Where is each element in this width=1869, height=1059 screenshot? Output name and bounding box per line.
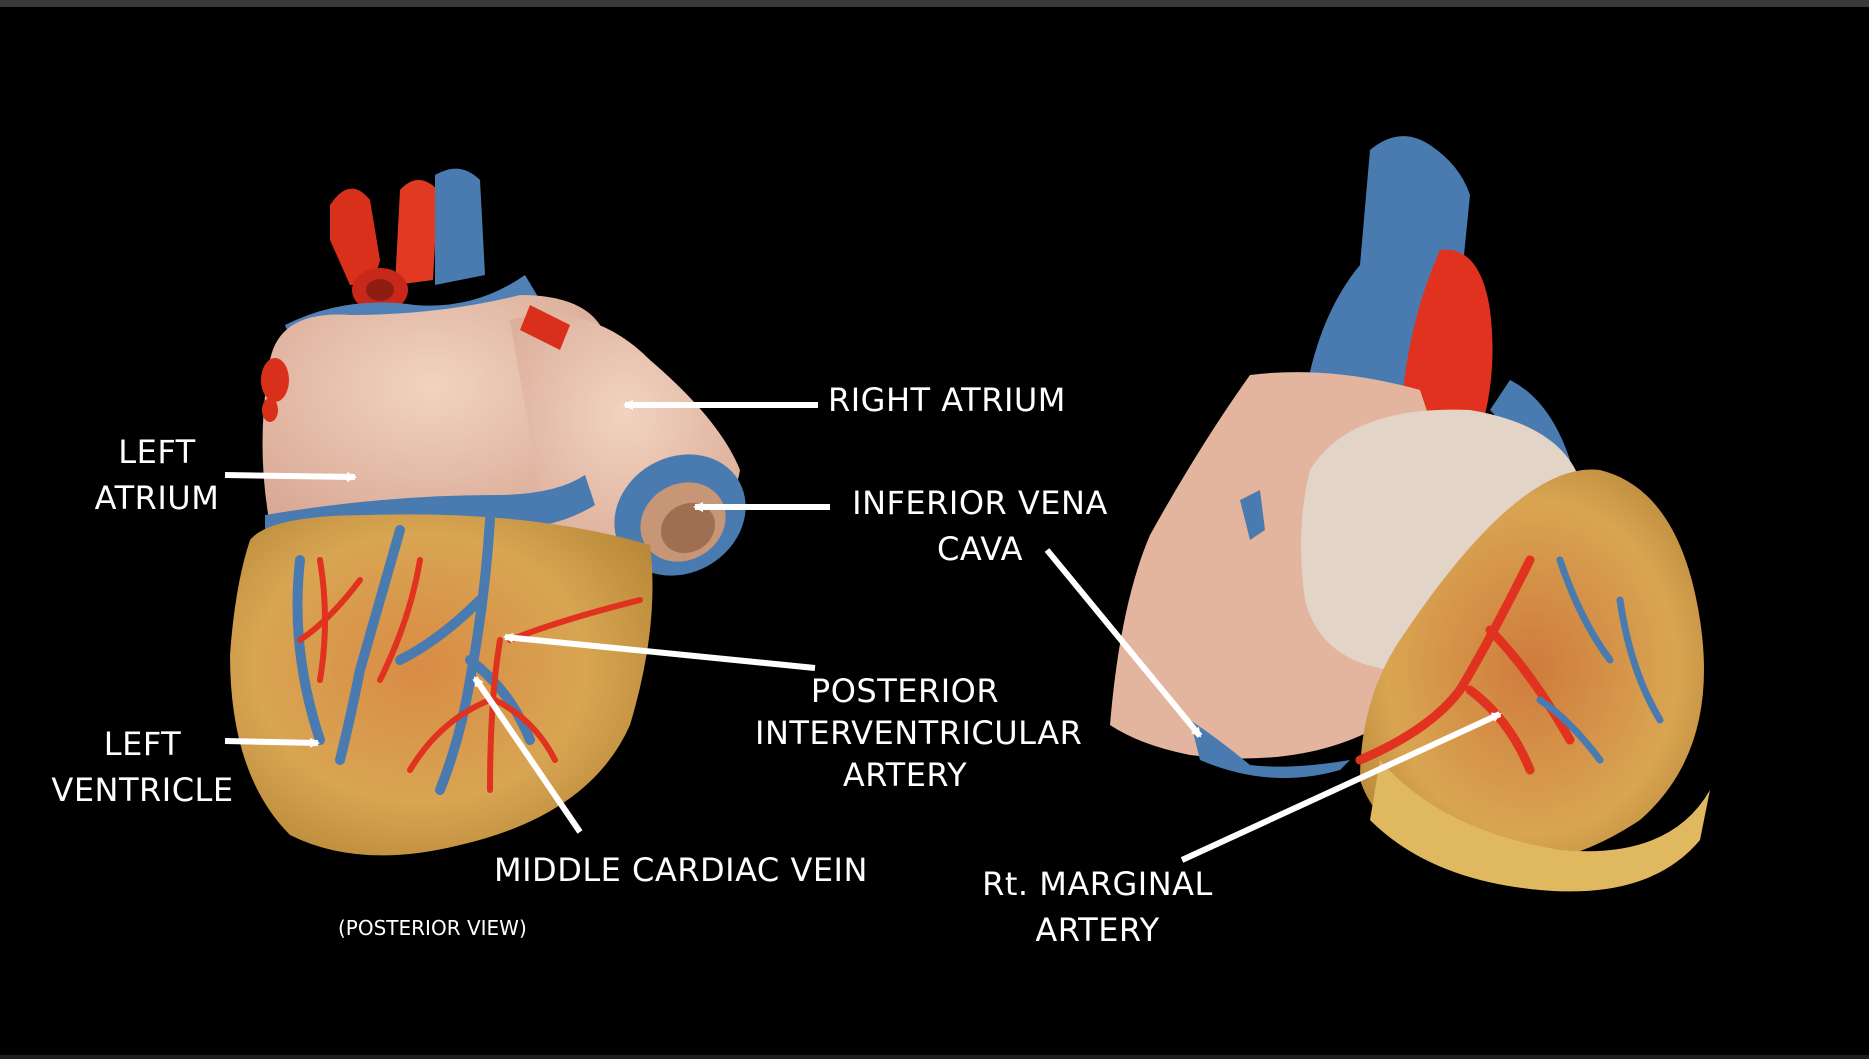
marginal-artery-branches	[1355, 555, 1575, 775]
label-mcv-text: MIDDLE CARDIAC VEIN	[494, 851, 868, 889]
label-posterior-interventricular-artery: POSTERIOR INTERVENTRICULAR ARTERY	[755, 670, 1083, 796]
label-arrows	[224, 400, 1502, 863]
left-atrium-body	[262, 295, 600, 525]
arrow-ivc-right	[1044, 548, 1203, 738]
ivc-right-model	[1190, 720, 1350, 778]
right-heart-model	[1110, 136, 1710, 892]
label-posterior-view-text: (POSTERIOR VIEW)	[338, 916, 527, 940]
label-right-atrium-text: RIGHT ATRIUM	[828, 381, 1066, 419]
label-posterior-view: (POSTERIOR VIEW)	[338, 916, 527, 940]
superior-vena-cava	[435, 168, 485, 285]
top-border	[0, 0, 1869, 7]
label-ivc-line1: INFERIOR VENA	[852, 484, 1108, 522]
label-left-atrium-line1: LEFT	[118, 433, 196, 471]
label-left-atrium-line2: ATRIUM	[94, 479, 220, 517]
label-inferior-vena-cava: INFERIOR VENA CAVA	[845, 480, 1115, 572]
arrow-left-atrium	[224, 471, 357, 482]
label-left-atrium: LEFT ATRIUM	[72, 429, 242, 521]
label-ivc-line2: CAVA	[937, 530, 1023, 568]
label-left-ventricle-line2: VENTRICLE	[51, 771, 234, 809]
label-right-atrium: RIGHT ATRIUM	[828, 377, 1066, 423]
label-rma-line1: Rt. MARGINAL	[982, 865, 1213, 903]
aorta-arch	[330, 188, 380, 285]
label-left-ventricle-line1: LEFT	[103, 725, 182, 763]
pulmonary-artery	[395, 180, 438, 285]
bottom-border	[0, 1055, 1869, 1059]
arrow-left-ventricle	[224, 737, 320, 748]
label-rt-marginal-artery: Rt. MARGINAL ARTERY	[960, 861, 1235, 953]
ventricles-body	[230, 514, 653, 856]
label-middle-cardiac-vein: MIDDLE CARDIAC VEIN	[494, 847, 868, 893]
label-left-ventricle: LEFT VENTRICLE	[45, 721, 240, 813]
label-pia-line2: INTERVENTRICULAR	[755, 714, 1083, 752]
arrow-posterior-interventricular-artery	[503, 632, 816, 671]
left-heart-model	[230, 168, 746, 856]
label-rma-line2: ARTERY	[1035, 911, 1160, 949]
middle-cardiac-vein-branches	[292, 515, 535, 795]
label-pia-line3: ARTERY	[842, 756, 968, 794]
arrow-rt-marginal-artery	[1180, 711, 1502, 863]
right-ventricle-right-model	[1360, 469, 1704, 865]
left-atrium-red-vessel	[261, 358, 289, 402]
label-pia-line1: POSTERIOR	[810, 672, 1000, 710]
arrow-middle-cardiac-vein	[472, 676, 583, 834]
